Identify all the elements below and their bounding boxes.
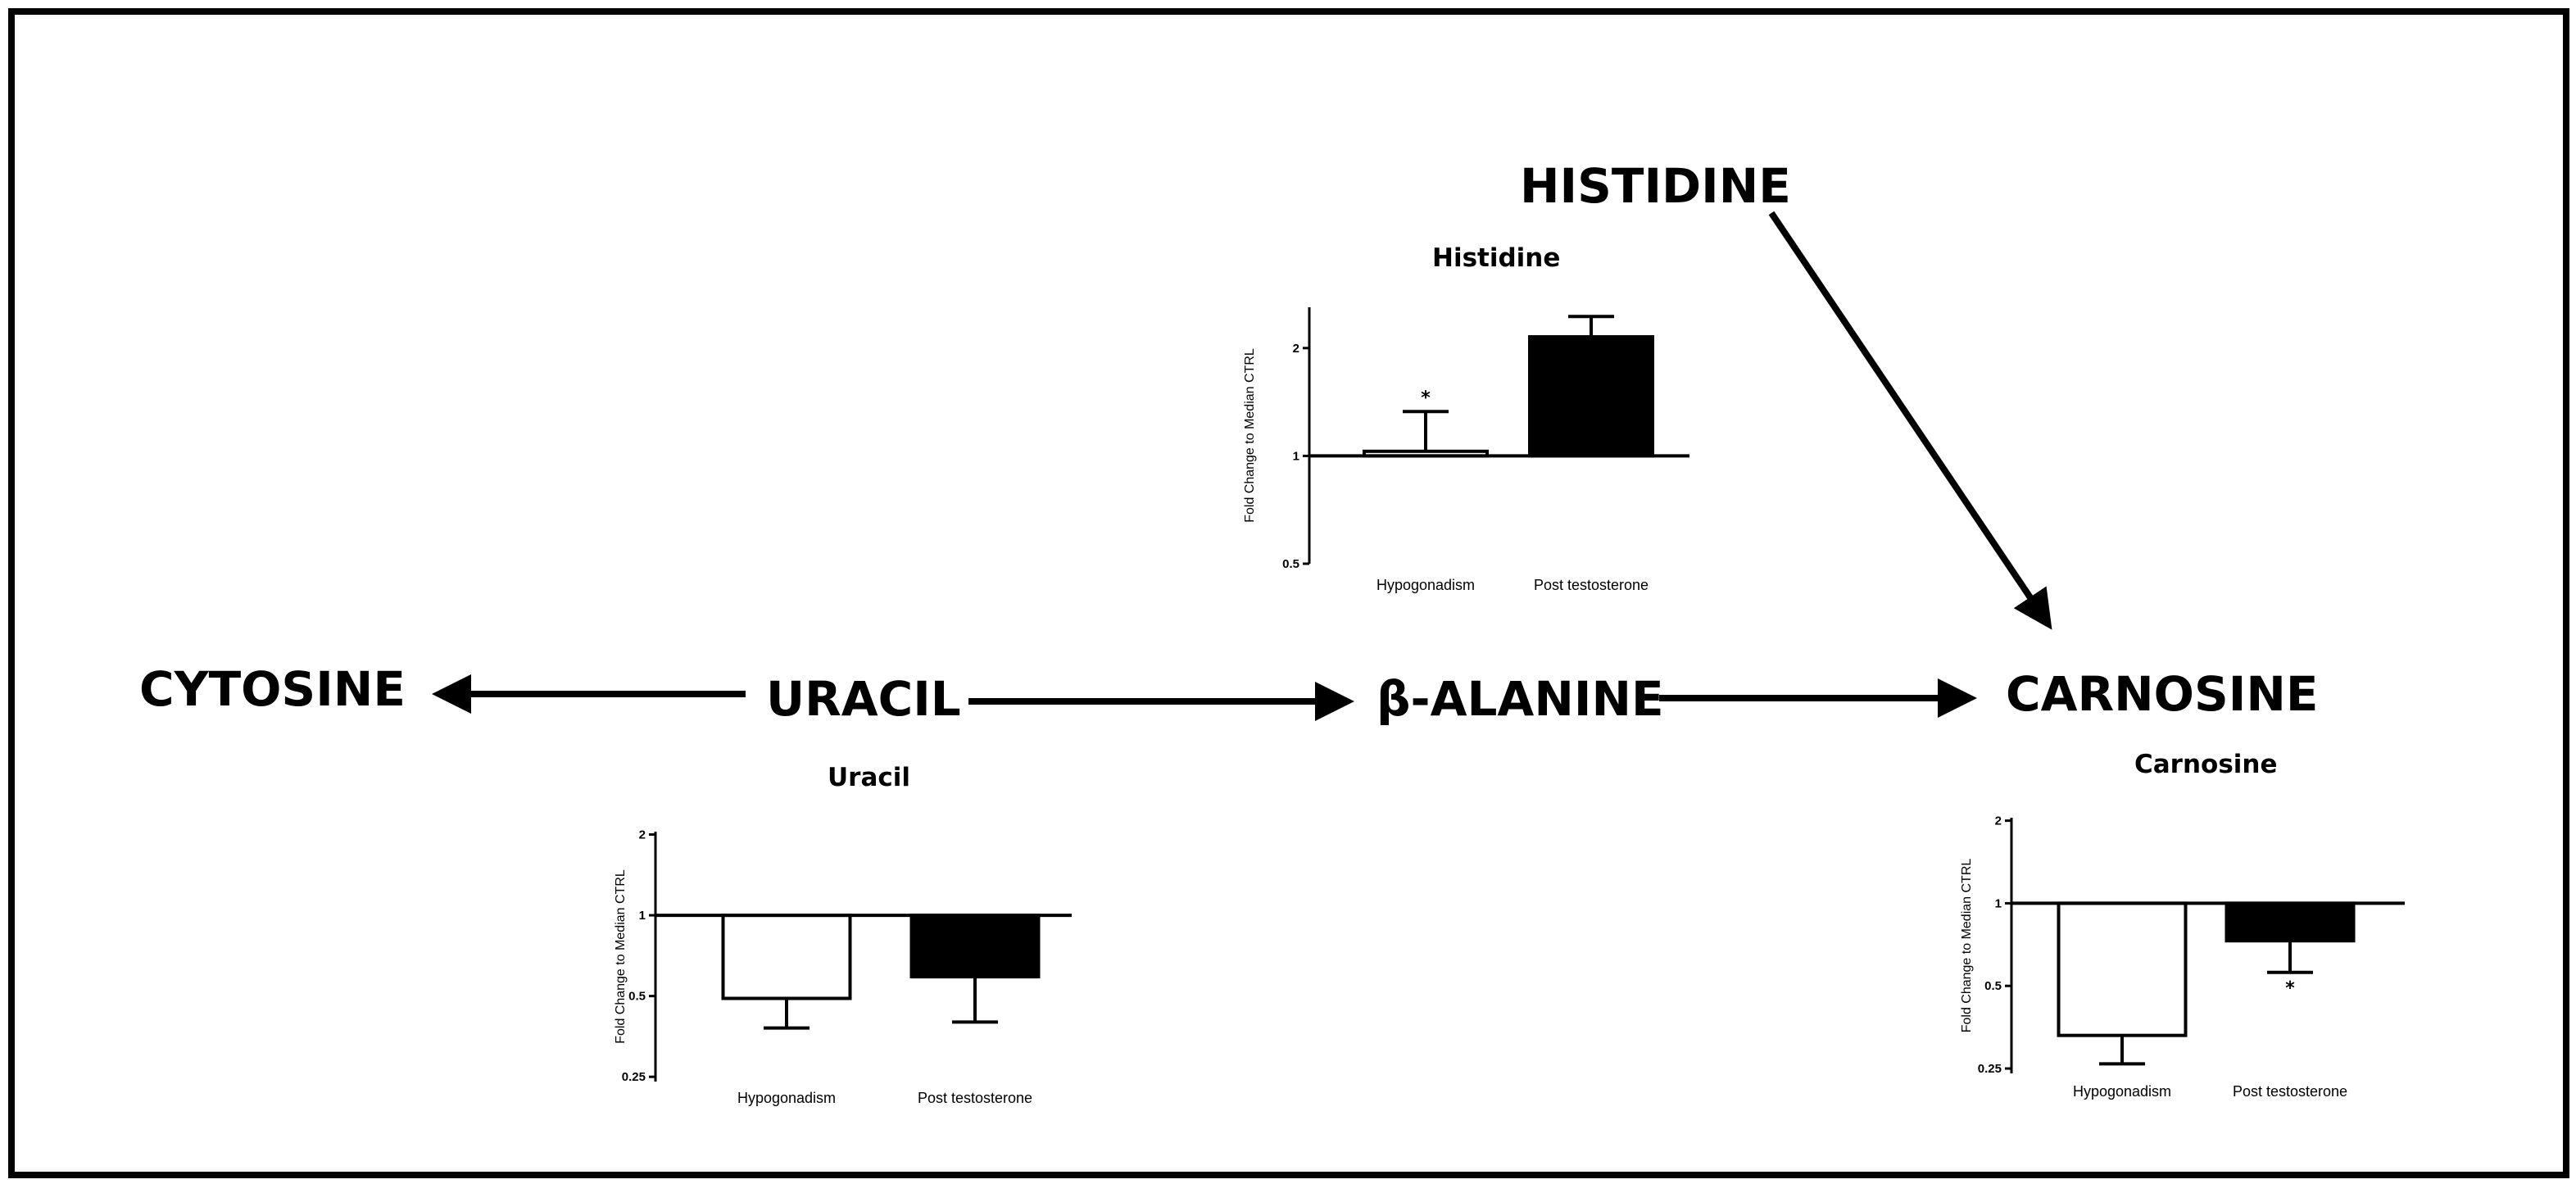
histidine-bar-post-testosterone [1528, 335, 1654, 458]
histidine-y-tick-label: 0.5 [1282, 557, 1299, 571]
histidine-chart-title: Histidine [1432, 243, 1561, 273]
uracil-bar-hypogonadism [721, 914, 852, 1000]
uracil-node: URACIL [766, 671, 961, 727]
uracil-y-tick-label: 0.25 [622, 1070, 646, 1084]
uracil-y-tick-label: 0.5 [628, 990, 646, 1004]
carnosine-bar-post-testosterone [2225, 901, 2356, 943]
carnosine-y-tick-label: 0.25 [1978, 1062, 2002, 1076]
uracil-category-label: Hypogonadism [737, 1090, 836, 1106]
diagram-frame [8, 8, 2569, 1178]
arrow-histidine-to-carnosine [1768, 211, 2052, 630]
carnosine-category-label: Post testosterone [2233, 1083, 2347, 1100]
carnosine-node: CARNOSINE [2006, 666, 2319, 722]
cytosine-node: CYTOSINE [139, 661, 406, 717]
carnosine-bar-hypogonadism [2057, 901, 2188, 1037]
uracil-category-label: Post testosterone [918, 1090, 1032, 1106]
uracil-y-tick-label: 1 [639, 909, 646, 923]
uracil-y-axis-label: Fold Change to Median CTRL [614, 869, 628, 1044]
histidine-y-tick-label: 2 [1293, 342, 1299, 356]
beta-alanine-node: β-ALANINE [1376, 671, 1664, 727]
uracil-chart-title: Uracil [828, 763, 911, 792]
histidine-y-tick-label: 1 [1293, 449, 1299, 463]
histidine-node: HISTIDINE [1520, 158, 1791, 214]
histidine-significance-marker: * [1421, 388, 1431, 408]
carnosine-y-tick-label: 0.5 [1984, 979, 2002, 993]
histidine-category-label: Post testosterone [1534, 577, 1649, 593]
histidine-category-label: Hypogonadism [1376, 577, 1475, 593]
carnosine-category-label: Hypogonadism [2073, 1083, 2171, 1100]
carnosine-y-tick-label: 1 [1995, 896, 2002, 910]
carnosine-significance-marker: * [2285, 978, 2295, 999]
carnosine-y-axis-label: Fold Change to Median CTRL [1960, 859, 1974, 1033]
carnosine-chart-title: Carnosine [2134, 750, 2278, 779]
histidine-y-axis-label: Fold Change to Median CTRL [1243, 348, 1257, 523]
uracil-y-tick-label: 2 [639, 828, 646, 842]
uracil-bar-post-testosterone [909, 914, 1041, 979]
carnosine-y-tick-label: 2 [1995, 814, 2002, 828]
